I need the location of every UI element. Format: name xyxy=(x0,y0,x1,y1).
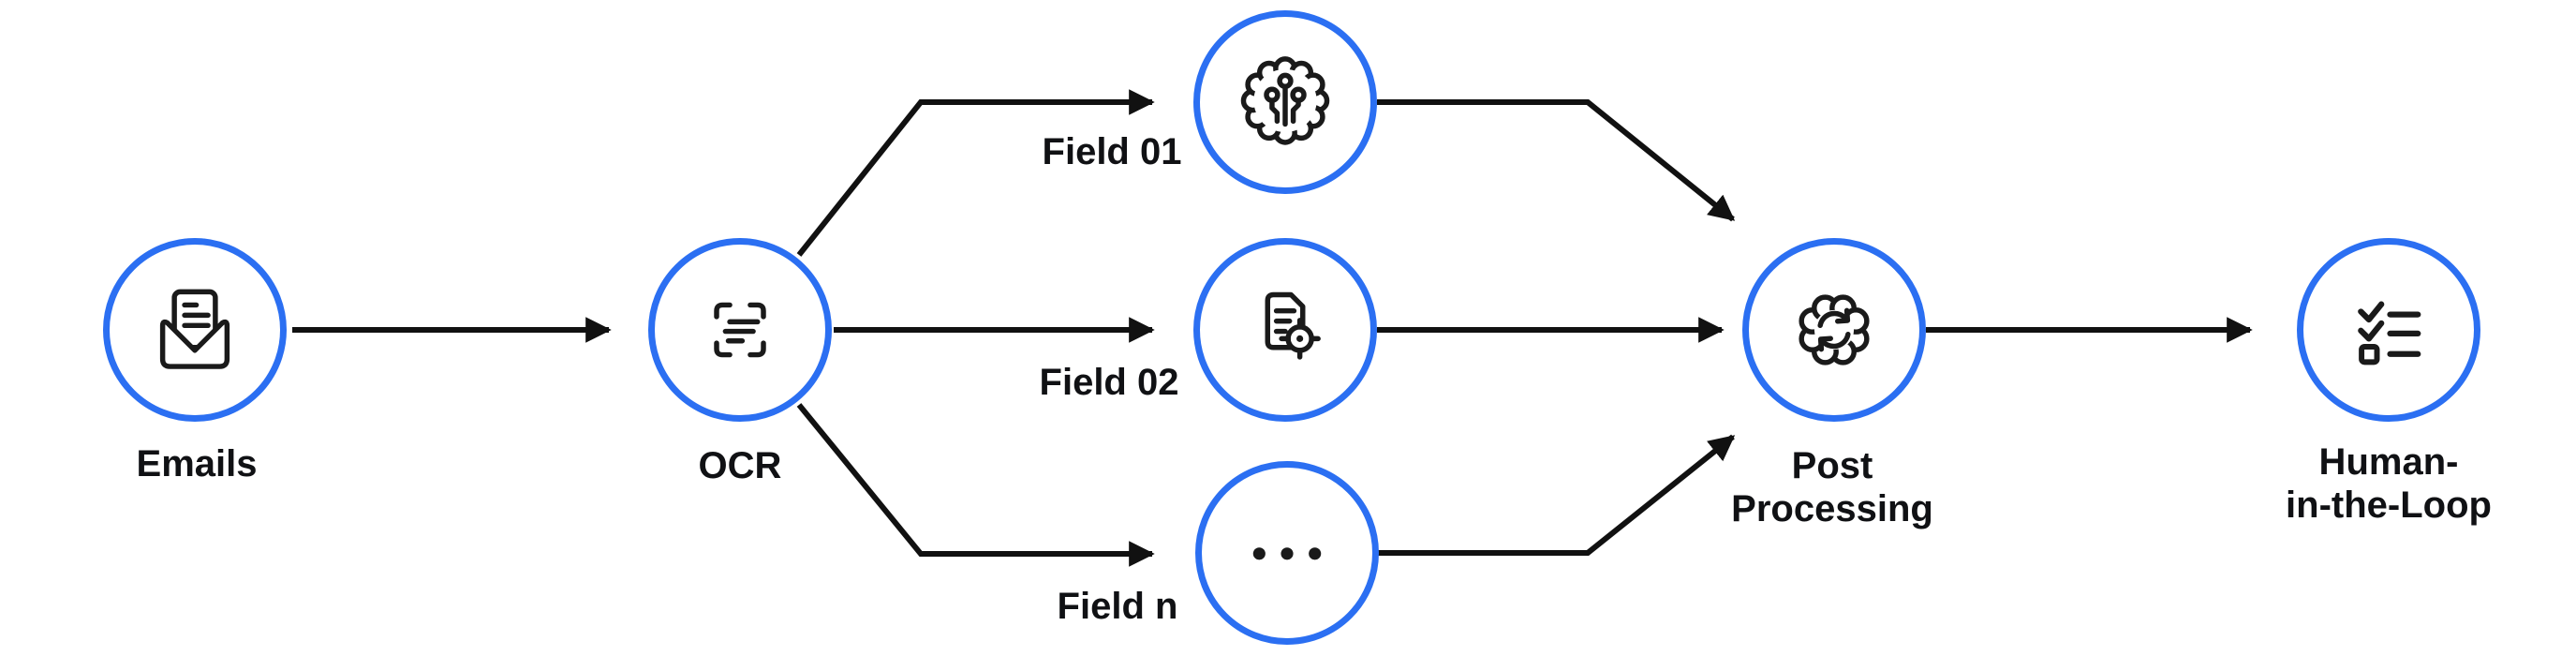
post-label-line-1: Post xyxy=(1791,445,1873,486)
hitl-label-line-1: Human- xyxy=(2318,441,2459,483)
gear-sync-icon xyxy=(1799,294,1870,365)
document-target-icon xyxy=(1265,291,1321,360)
node-label-ocr: OCR xyxy=(698,445,782,486)
ellipsis-icon xyxy=(1252,547,1322,560)
post-label-line-2: Processing xyxy=(1731,488,1933,529)
node-post-processing xyxy=(1742,238,1926,422)
edge-field-n-to-post xyxy=(1377,434,1736,556)
ai-brain-icon xyxy=(1240,56,1330,145)
email-inbox-icon xyxy=(159,289,230,369)
node-human-in-the-loop xyxy=(2297,238,2480,422)
node-label-field-n: Field n xyxy=(1057,586,1178,627)
node-label-human-in-the-loop: Human- in-the-Loop xyxy=(2286,440,2492,527)
checklist-icon xyxy=(2358,301,2421,365)
node-ocr xyxy=(648,238,832,422)
node-label-emails: Emails xyxy=(136,443,258,485)
hitl-label-line-2: in-the-Loop xyxy=(2286,485,2492,526)
node-label-field-02: Field 02 xyxy=(1039,362,1179,403)
node-field-02 xyxy=(1193,238,1377,422)
node-label-post-processing: Post Processing xyxy=(1731,444,1933,530)
node-field-01 xyxy=(1193,10,1377,194)
edge-field-01-to-post xyxy=(1377,99,1736,222)
node-field-n xyxy=(1195,461,1379,645)
ocr-scan-icon xyxy=(714,302,766,358)
edge-ocr-to-field-n xyxy=(796,403,1155,567)
edge-ocr-to-field-01 xyxy=(796,89,1155,257)
node-emails xyxy=(103,238,287,422)
node-label-field-01: Field 01 xyxy=(1042,131,1182,172)
